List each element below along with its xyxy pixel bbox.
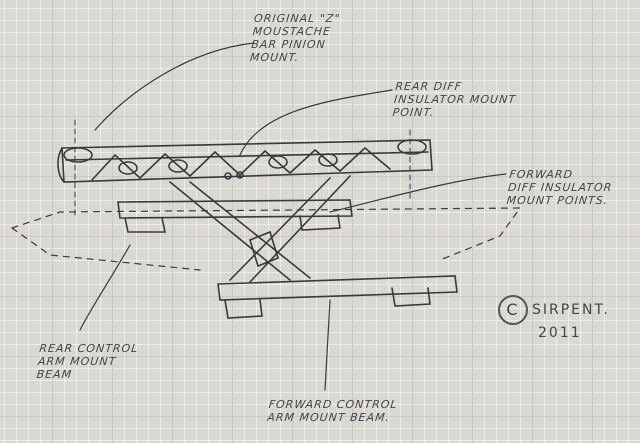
truss-beam [57,139,433,183]
rear-control-arm-beam [117,199,353,233]
centerline [74,119,411,216]
dashed-outline [11,207,522,271]
rear-beam-label: REAR CONTROL ARM MOUNT BEAM [35,342,140,381]
x-bracing [169,175,351,283]
forward-beam-label: FORWARD CONTROL ARM MOUNT BEAM. [266,398,399,424]
signature-name: SIRPENT. [532,302,610,318]
signature-year: 2011 [538,325,582,341]
leader-lines [79,42,507,391]
forward-control-arm-beam [217,275,458,319]
copyright-icon: C [498,295,528,325]
pinion-mount-label: ORIGINAL "Z" MOUSTACHE BAR PINION MOUNT. [249,12,342,64]
rear-diff-label: REAR DIFF INSULATOR MOUNT POINT. [391,80,517,119]
forward-diff-label: FORWARD DIFF INSULATOR MOUNT POINTS. [505,168,613,207]
